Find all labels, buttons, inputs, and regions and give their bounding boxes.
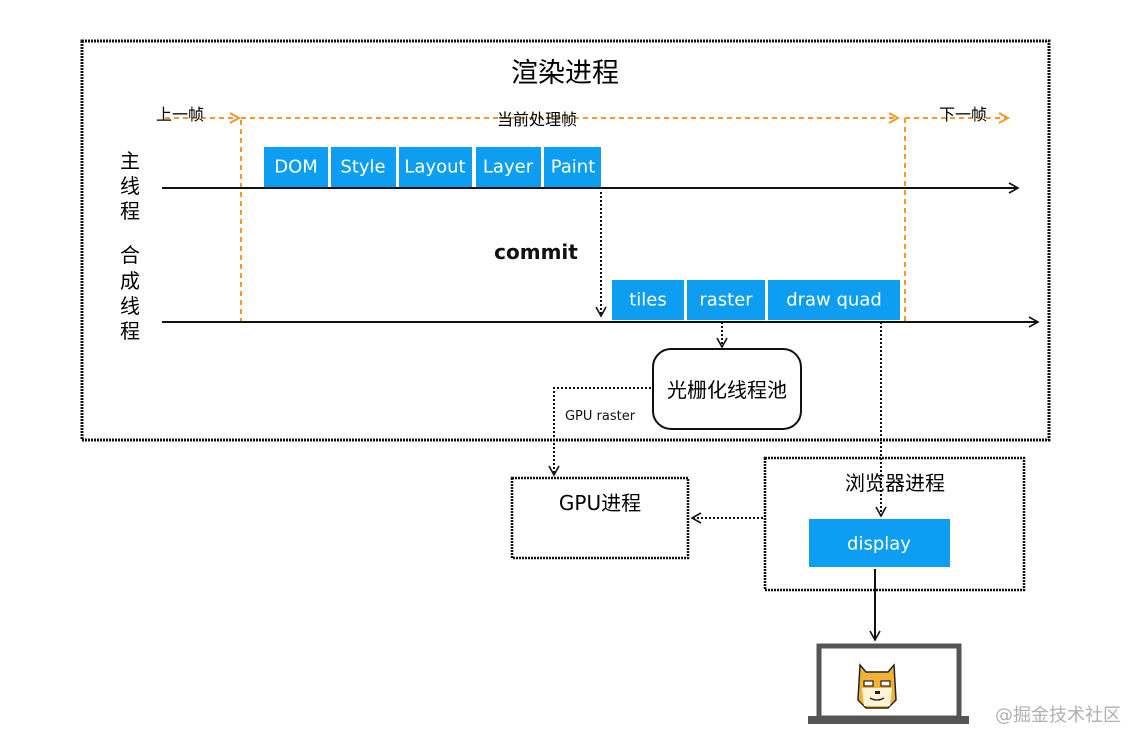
task-paint: Paint: [544, 147, 601, 187]
browser-process-title: 浏览器进程: [845, 471, 945, 495]
current-frame-label: 当前处理帧: [497, 110, 577, 129]
svg-text:线: 线: [120, 294, 140, 318]
gpu-raster-label: GPU raster: [565, 409, 636, 424]
svg-text:成: 成: [120, 269, 140, 293]
svg-text:程: 程: [120, 199, 140, 223]
render-process-box: [80, 39, 1051, 442]
svg-text:Layer: Layer: [483, 157, 534, 178]
compositor-thread-tasks: tiles raster draw quad: [612, 280, 900, 320]
svg-text:程: 程: [120, 319, 140, 343]
task-dom: DOM: [264, 147, 328, 187]
task-layout: Layout: [399, 147, 472, 187]
gpu-process-box: [510, 476, 690, 560]
gpu-raster-arrow: [548, 387, 651, 477]
frame-markers: [165, 118, 1008, 322]
raster-thread-pool-label: 光栅化线程池: [667, 378, 787, 402]
svg-text:raster: raster: [699, 290, 753, 311]
commit-label: commit: [494, 240, 578, 264]
task-draw-quad: draw quad: [768, 280, 900, 320]
task-raster: raster: [687, 280, 765, 320]
display-block: display: [809, 519, 950, 567]
svg-text:线: 线: [120, 174, 140, 198]
monitor: [808, 643, 969, 724]
task-tiles: tiles: [612, 280, 684, 320]
svg-text:Paint: Paint: [551, 157, 596, 178]
watermark: @掘金技术社区: [995, 705, 1121, 726]
browser-process-box: [763, 456, 1026, 592]
svg-text:Layout: Layout: [404, 157, 465, 178]
svg-text:draw quad: draw quad: [786, 290, 882, 311]
svg-text:DOM: DOM: [274, 157, 318, 178]
prev-frame-label: 上一帧: [156, 105, 204, 124]
next-frame-label: 下一帧: [939, 105, 987, 124]
render-process-title: 渲染进程: [511, 58, 619, 89]
svg-text:tiles: tiles: [629, 290, 667, 311]
main-thread-label: 主 线 程: [120, 149, 140, 223]
svg-text:合: 合: [120, 243, 140, 267]
task-layer: Layer: [476, 147, 541, 187]
task-style: Style: [331, 147, 396, 187]
gpu-process-title: GPU进程: [559, 491, 641, 515]
svg-text:Style: Style: [340, 157, 385, 178]
svg-text:主: 主: [120, 149, 140, 173]
main-thread-tasks: DOM Style Layout Layer Paint: [264, 147, 601, 187]
compositor-thread-label: 合 成 线 程: [120, 243, 140, 343]
doge-icon: [857, 663, 897, 709]
svg-text:display: display: [847, 534, 911, 555]
raster-thread-pool-box: [652, 348, 802, 430]
